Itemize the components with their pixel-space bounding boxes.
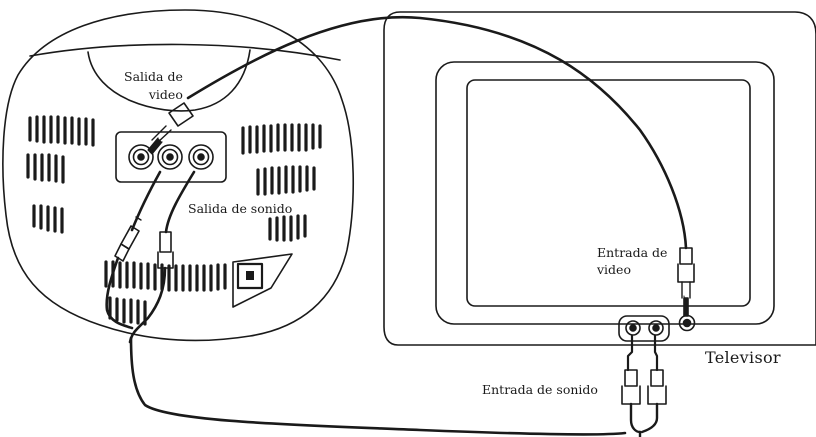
rca-plug-icon (114, 216, 142, 262)
tv-label: Televisor (705, 348, 781, 367)
audio-cable-left-lead (105, 256, 134, 330)
rca-plug-icon (640, 334, 667, 434)
audio-out-label: Salida de sonido (188, 201, 293, 216)
power-socket-icon (232, 253, 293, 308)
audio-cable-combined (129, 336, 627, 436)
audio-out-jack-right (188, 144, 214, 170)
device-body (2, 9, 355, 342)
audio-in-label: Entrada de sonido (482, 382, 598, 397)
video-in-label: Entrada de video (597, 245, 668, 277)
tv-screen (466, 79, 751, 307)
audio-cable-right-lead (128, 266, 167, 344)
grille-vents-icon (26, 115, 322, 326)
audio-out-jack-left (157, 144, 183, 170)
audio-cable-left (130, 170, 162, 232)
jack-panel (115, 131, 227, 183)
tv-bezel (435, 61, 775, 325)
rca-plug-icon (157, 231, 174, 269)
rca-plug-icon (147, 102, 194, 155)
video-out-jack (128, 144, 154, 170)
tv-audio-in-panel (618, 315, 670, 342)
rca-plug-icon (677, 247, 695, 317)
video-cable (186, 15, 688, 250)
tv-video-in-jack (678, 314, 696, 332)
rca-plug-icon (621, 334, 642, 434)
device-top-recess (87, 49, 251, 112)
video-out-label: Salida de video (124, 69, 183, 102)
device-top-curve (29, 43, 341, 61)
tv-audio-in-jacks (625, 320, 664, 336)
audio-cable-right (164, 170, 196, 234)
